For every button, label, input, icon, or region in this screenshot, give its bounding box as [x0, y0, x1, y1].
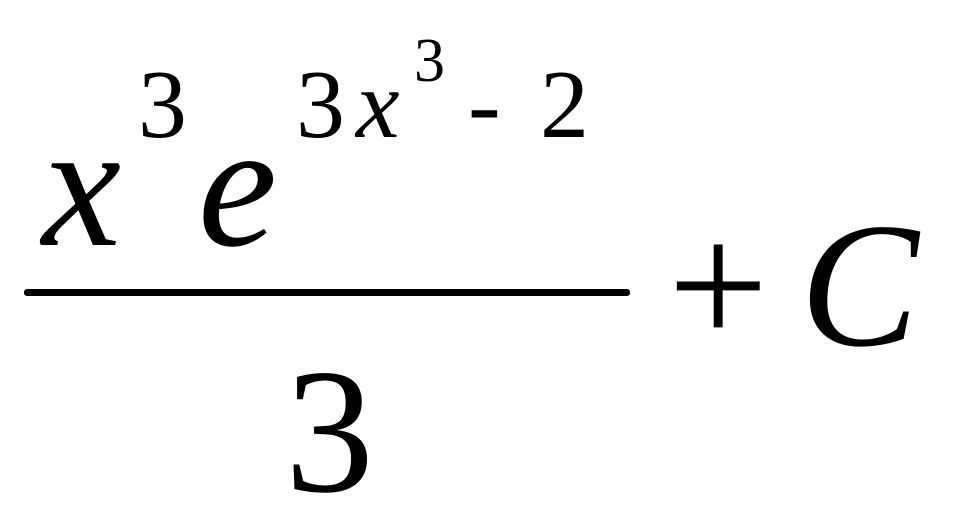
exponent-x-power: 3: [414, 27, 445, 95]
exponent-constant: 2: [540, 51, 589, 159]
fraction-denominator: 3: [285, 332, 374, 530]
exponent-minus-sign: -: [468, 51, 501, 159]
numerator-x-exponent: 3: [138, 51, 187, 159]
numerator-variable-x: x: [42, 86, 122, 284]
exponent-coefficient: 3: [296, 51, 345, 159]
plus-sign: +: [668, 186, 769, 384]
exponent-variable-x: x: [356, 51, 400, 159]
euler-number-e: e: [198, 86, 278, 284]
integration-constant: C: [800, 186, 919, 384]
fraction-bar: [24, 289, 630, 296]
